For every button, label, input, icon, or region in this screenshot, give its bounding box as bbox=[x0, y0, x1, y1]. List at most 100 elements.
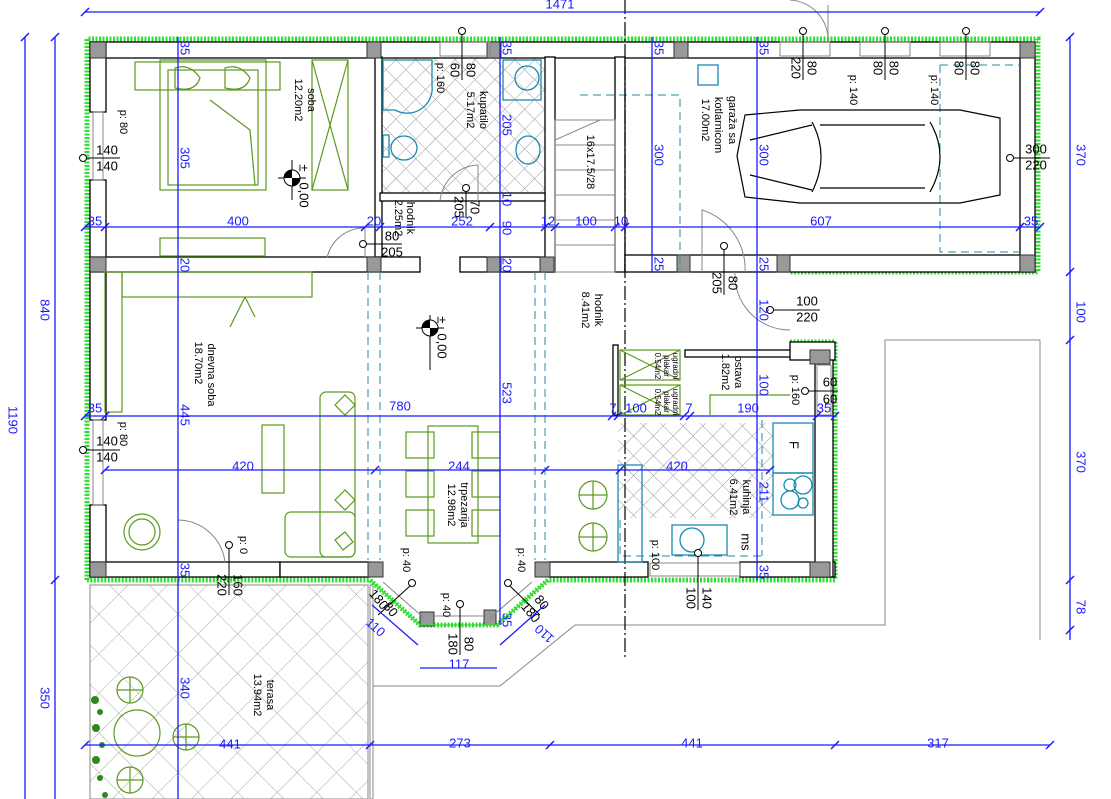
dim-col-a: 305 bbox=[178, 147, 193, 169]
car bbox=[736, 109, 1001, 204]
sill-label: p: 140 bbox=[847, 75, 859, 106]
window-height: 60 bbox=[448, 63, 463, 77]
dim-col-a: 20 bbox=[178, 258, 193, 272]
window-width: 80 bbox=[464, 63, 479, 77]
bar-stools bbox=[578, 480, 608, 552]
ostava-shelf bbox=[709, 394, 790, 415]
window-width: 140 bbox=[700, 587, 715, 609]
door-height: 220 bbox=[215, 574, 230, 596]
shrubs bbox=[91, 696, 108, 798]
dim-row2: 780 bbox=[389, 398, 411, 413]
dim-row1: 35 bbox=[1024, 213, 1038, 228]
sill-label: p: 40 bbox=[515, 548, 527, 572]
dim-row3: 420 bbox=[666, 458, 688, 473]
sill-label: p: 0 bbox=[237, 536, 249, 554]
staircase bbox=[554, 119, 616, 273]
sill-label: p: 80 bbox=[117, 422, 129, 446]
dim-bottom: 441 bbox=[681, 735, 703, 750]
sill-label: p: 40 bbox=[440, 593, 452, 617]
dim-right: 370 bbox=[1074, 451, 1089, 473]
desk bbox=[159, 237, 266, 257]
room-area-kupatilo: 5.17m2 bbox=[464, 92, 476, 129]
room-area-terasa: 13.94m2 bbox=[251, 674, 263, 717]
door-height: 205 bbox=[710, 272, 725, 294]
elevation-marker-hall: ± 0,00 bbox=[416, 315, 450, 370]
room-name-garaza: garaža sa bbox=[726, 96, 738, 145]
dim-col-d: 35 bbox=[757, 41, 772, 55]
dimension-labels: 1471 1190 840 350 370 100 370 78 35 400 … bbox=[6, 0, 1089, 751]
door-width: 100 bbox=[796, 293, 818, 308]
dim-row2: 7 bbox=[685, 400, 692, 415]
dim-col-b: 90 bbox=[500, 221, 515, 235]
dim-col-b: 10 bbox=[500, 192, 515, 206]
dim-col-d: 100 bbox=[757, 374, 772, 396]
gate-height: 220 bbox=[1025, 157, 1047, 172]
windows bbox=[92, 41, 991, 619]
columns bbox=[89, 41, 1036, 627]
room-name-dnevna: dnevna soba bbox=[205, 344, 217, 408]
dim-col-d: 25 bbox=[757, 257, 772, 271]
boiler bbox=[697, 64, 719, 86]
gate-width: 300 bbox=[1025, 141, 1047, 156]
closet-area: 0.54m2 bbox=[653, 353, 662, 380]
dim-top-total: 1471 bbox=[546, 0, 575, 11]
dim-row1: 10 bbox=[614, 213, 628, 228]
dim-row3: 420 bbox=[232, 458, 254, 473]
walls bbox=[89, 41, 1036, 578]
window-height: 60 bbox=[823, 391, 837, 406]
dim-right: 78 bbox=[1074, 600, 1089, 614]
dim-row2: 190 bbox=[737, 400, 759, 415]
elevation-value: 0,00 bbox=[297, 182, 312, 207]
dim-col-c: 35 bbox=[652, 41, 667, 55]
stairs-label: 16x17.5/28 bbox=[584, 135, 596, 189]
room-name-kuhinja: kuhinja bbox=[740, 480, 752, 516]
dim-col-c: 25 bbox=[652, 257, 667, 271]
room-area-soba: 12.20m2 bbox=[292, 79, 304, 122]
dim-col-d: 300 bbox=[757, 144, 772, 166]
dining-table bbox=[405, 425, 501, 544]
room-name-kupatilo: kupatilo bbox=[477, 91, 489, 129]
dim-col-b: 205 bbox=[500, 114, 515, 136]
coffee-table bbox=[261, 424, 285, 494]
dim-row2: 7 bbox=[609, 400, 616, 415]
bathroom-fixtures bbox=[382, 59, 542, 165]
window-height: 180 bbox=[446, 633, 461, 655]
dim-row1: 100 bbox=[575, 213, 597, 228]
room-name-ostava: ostava bbox=[732, 356, 744, 389]
elevation-sign: ± bbox=[297, 164, 312, 171]
window-width: 80 bbox=[462, 637, 477, 651]
sofa bbox=[284, 391, 356, 558]
closet-label: ugradni bbox=[671, 353, 680, 380]
closet-label: plakar bbox=[662, 391, 671, 413]
elevation-marker-soba: ± 0,00 bbox=[278, 160, 312, 208]
dim-bay: 35 bbox=[500, 613, 515, 627]
door-height: 205 bbox=[381, 244, 403, 259]
opening-labels: p: 80 140 140 80 60 p: 160 70 205 80 205… bbox=[79, 27, 1050, 655]
sill-label: p: 160 bbox=[789, 375, 801, 406]
closet-label: ugradni bbox=[671, 389, 680, 416]
dim-row1: 12 bbox=[541, 213, 555, 228]
dim-bottom: 441 bbox=[219, 736, 241, 751]
dim-row2: 35 bbox=[88, 400, 102, 415]
window-height: 140 bbox=[96, 158, 118, 173]
room-area-ostava: 1.82m2 bbox=[719, 354, 731, 391]
dim-col-b: 35 bbox=[500, 41, 515, 55]
door-width: 80 bbox=[385, 228, 399, 243]
dim-row1: 35 bbox=[88, 213, 102, 228]
sill-label: p: 140 bbox=[928, 75, 940, 106]
dim-row2: 100 bbox=[625, 400, 647, 415]
dim-row1: 20 bbox=[367, 213, 381, 228]
door-height: 205 bbox=[452, 196, 467, 218]
room-name-hodnik-small: hodnik bbox=[404, 202, 416, 235]
doors bbox=[177, 0, 829, 563]
window-height: 140 bbox=[96, 449, 118, 464]
room-name-garaza-2: kotlarnicom bbox=[712, 97, 724, 153]
door-width: 80 bbox=[726, 276, 741, 290]
window-width: 140 bbox=[96, 142, 118, 157]
sill-label: p: 80 bbox=[117, 110, 129, 134]
room-area-kuhinja: 6.41m2 bbox=[727, 479, 739, 516]
bed bbox=[134, 59, 281, 191]
dim-row1: 607 bbox=[810, 213, 832, 228]
room-name-soba: soba bbox=[305, 88, 317, 113]
